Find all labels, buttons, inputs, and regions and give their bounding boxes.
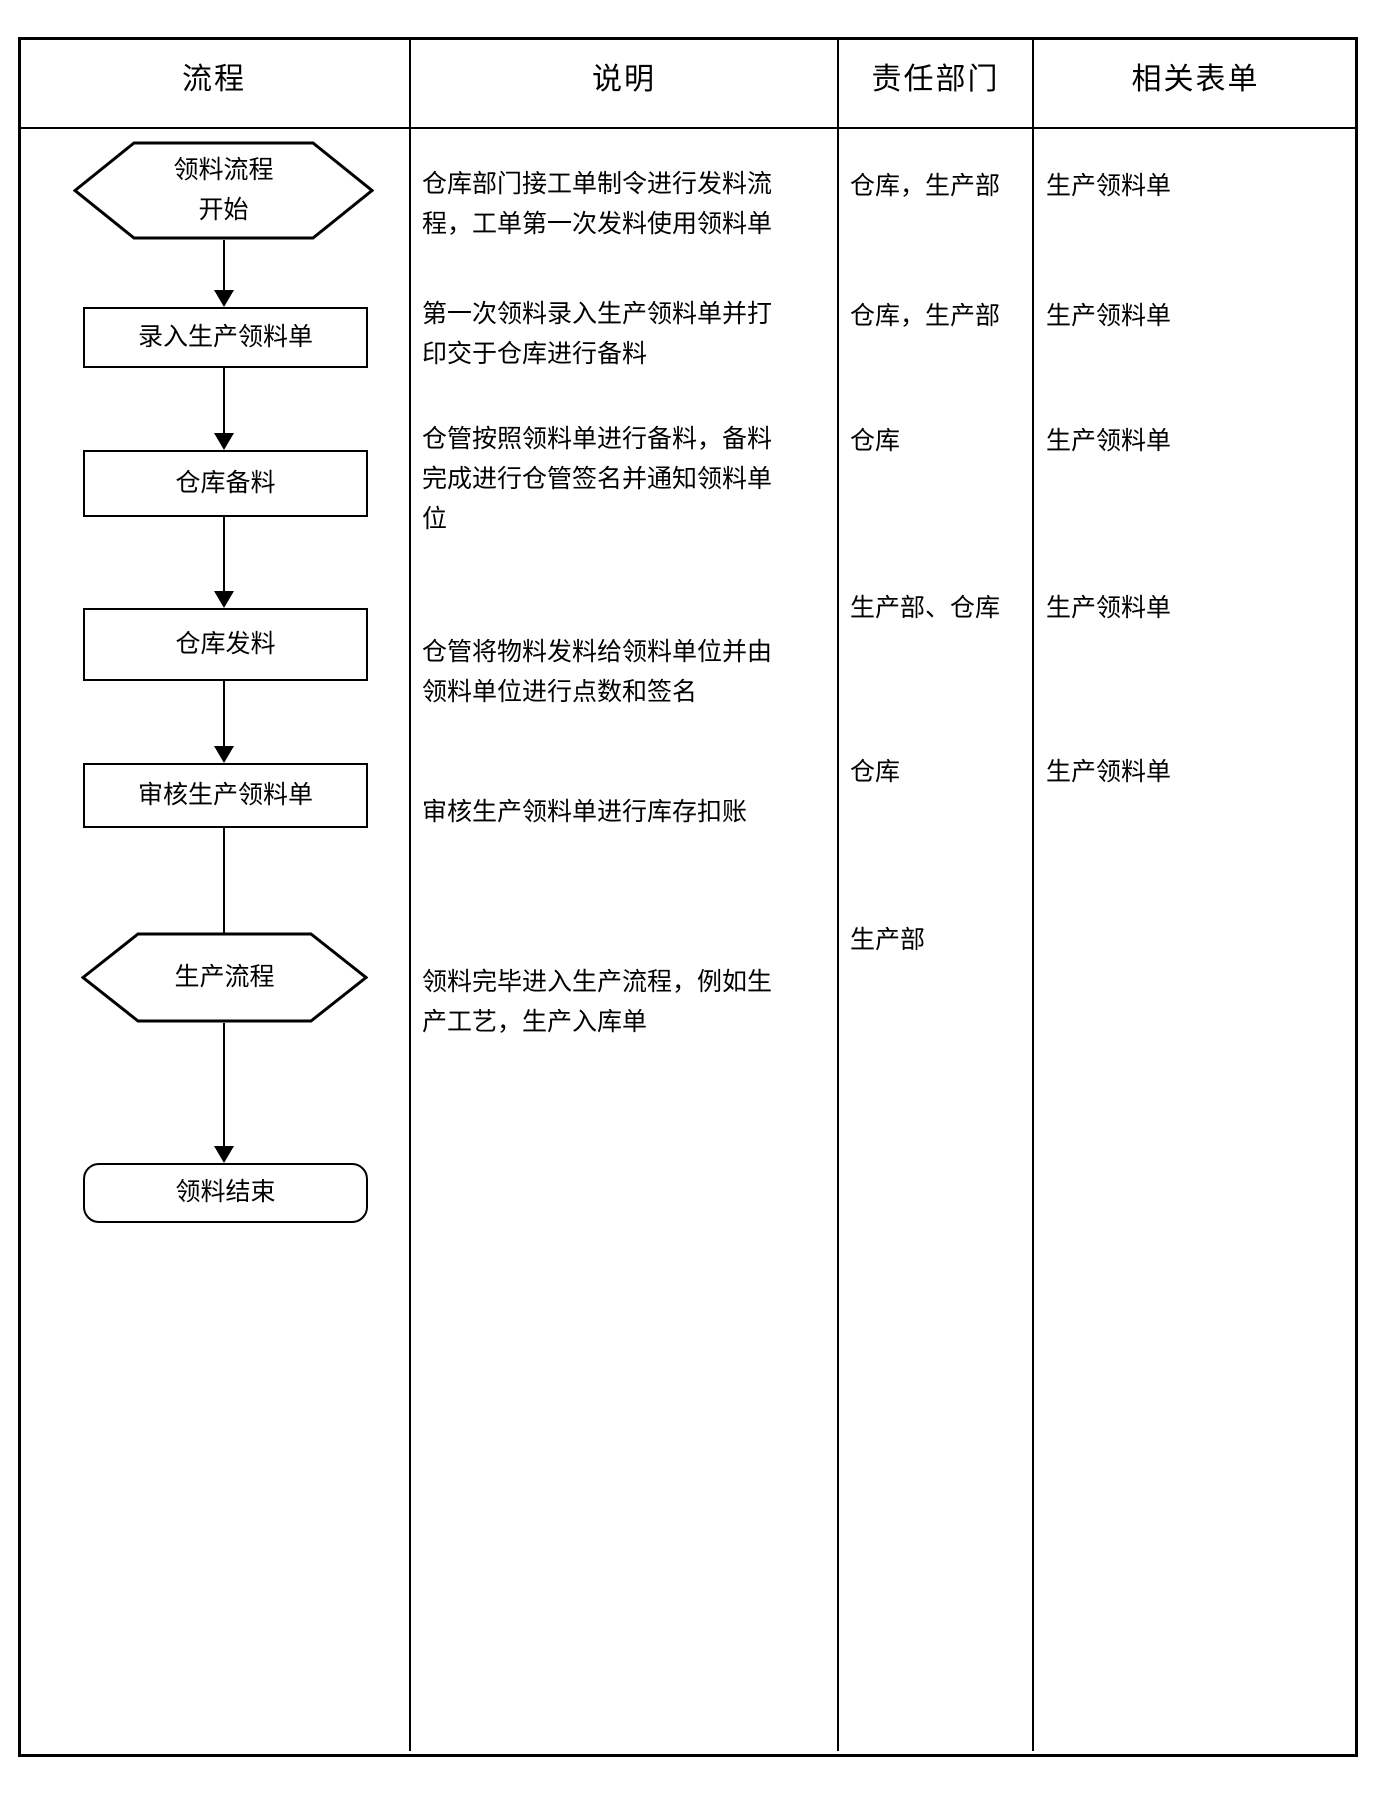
flow-node-label: 录入生产领料单: [137, 323, 313, 351]
flow-node-end: 领料结束: [83, 1163, 368, 1223]
department-cell: 生产部: [850, 927, 926, 954]
department-cell: 生产部、仓库: [850, 595, 1001, 622]
form-cell: 生产领料单: [1046, 173, 1172, 200]
flow-node-label: 仓库备料: [175, 469, 276, 497]
column-divider-3: [1032, 40, 1034, 1751]
description-cell: 领料完毕进入生产流程，例如生 产工艺，生产入库单: [422, 969, 773, 1036]
hexagon-shape: [81, 932, 368, 1023]
department-cell: 仓库，生产部: [850, 173, 1001, 200]
flow-arrow-head: [214, 290, 234, 307]
flow-arrow-line: [223, 681, 225, 748]
column-header-process: 流程: [182, 63, 246, 96]
column-header-description: 说明: [592, 63, 656, 96]
hexagon-shape: [73, 141, 374, 240]
description-cell: 仓管将物料发料给领料单位并由 领料单位进行点数和签名: [422, 639, 773, 706]
flow-node-start: 领料流程 开始: [73, 141, 374, 240]
form-cell: 生产领料单: [1046, 428, 1172, 455]
department-cell: 仓库: [850, 428, 901, 455]
column-divider-1: [409, 40, 411, 1751]
flow-arrow-line: [223, 368, 225, 435]
form-cell: 生产领料单: [1046, 303, 1172, 330]
flow-node-label: 审核生产领料单: [137, 781, 313, 809]
flow-arrow-head: [214, 433, 234, 450]
column-divider-2: [837, 40, 839, 1751]
flow-node-enter-order: 录入生产领料单: [83, 307, 368, 368]
description-cell: 仓库部门接工单制令进行发料流 程，工单第一次发料使用领料单: [422, 171, 773, 238]
department-cell: 仓库，生产部: [850, 303, 1001, 330]
header-divider: [21, 127, 1355, 129]
flow-node-label: 领料结束: [175, 1179, 276, 1206]
flow-node-label: 领料流程 开始: [173, 156, 274, 224]
description-cell: 第一次领料录入生产领料单并打 印交于仓库进行备料: [422, 301, 773, 368]
flow-node-label: 生产流程: [174, 963, 275, 991]
column-header-department: 责任部门: [871, 63, 1000, 96]
flow-arrow-head: [214, 1146, 234, 1163]
form-cell: 生产领料单: [1046, 759, 1172, 786]
description-cell: 审核生产领料单进行库存扣账: [422, 799, 748, 826]
flow-arrow-line: [223, 517, 225, 593]
description-cell: 仓管按照领料单进行备料，备料 完成进行仓管签名并通知领料单 位: [422, 426, 773, 533]
department-cell: 仓库: [850, 759, 901, 786]
flow-connector-line: [223, 828, 225, 934]
flow-node-audit: 审核生产领料单: [83, 763, 368, 828]
flow-node-label: 仓库发料: [175, 630, 276, 658]
flow-node-issue: 仓库发料: [83, 608, 368, 681]
flow-arrow-head: [214, 746, 234, 763]
flow-arrow-line: [223, 1023, 225, 1148]
flow-node-production: 生产流程: [81, 932, 368, 1023]
flow-arrow-line: [223, 240, 225, 292]
form-cell: 生产领料单: [1046, 595, 1172, 622]
flow-arrow-head: [214, 591, 234, 608]
column-header-forms: 相关表单: [1131, 63, 1260, 96]
flow-node-prepare: 仓库备料: [83, 450, 368, 517]
